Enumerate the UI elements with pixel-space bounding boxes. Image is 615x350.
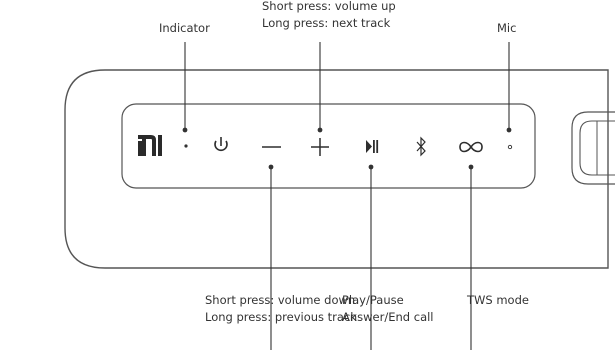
play-pause-line2: Answer/End call: [342, 310, 434, 324]
leader-volume-down-dot: [268, 164, 274, 170]
strap-loop-inner: [579, 120, 615, 176]
control-panel: [121, 103, 536, 189]
mic-label: Mic: [497, 21, 517, 35]
tws-infinity-icon: [459, 141, 483, 153]
speaker-body-outline: [64, 69, 609, 269]
leader-indicator-dot: [182, 127, 188, 133]
volume-up-line2: Long press: next track: [262, 16, 391, 30]
indicator-light: [184, 144, 188, 148]
play-pause-icon: [366, 140, 379, 153]
volume-down-line2: Long press: previous track: [205, 310, 357, 324]
tws-label: TWS mode: [467, 293, 529, 307]
leader-tws-dot: [468, 164, 474, 170]
volume-down-line1: Short press: volume down: [205, 293, 356, 307]
leader-play-pause-dot: [368, 164, 374, 170]
leader-volume-up-dot: [317, 127, 323, 133]
volume-down-label: Short press: volume down Long press: pre…: [205, 292, 357, 326]
volume-up-line1: Short press: volume up: [262, 0, 396, 13]
play-pause-label: Play/Pause Answer/End call: [342, 292, 434, 326]
indicator-label: Indicator: [159, 21, 210, 35]
mi-logo: [138, 135, 162, 156]
leader-mic-dot: [506, 127, 512, 133]
bluetooth-icon: [416, 136, 426, 157]
strap-loop: [571, 111, 615, 185]
play-pause-line1: Play/Pause: [342, 293, 404, 307]
plus-icon: [311, 138, 329, 156]
power-icon: [214, 137, 228, 152]
mic-hole: [507, 144, 513, 150]
volume-up-label: Short press: volume up Long press: next …: [262, 0, 396, 32]
